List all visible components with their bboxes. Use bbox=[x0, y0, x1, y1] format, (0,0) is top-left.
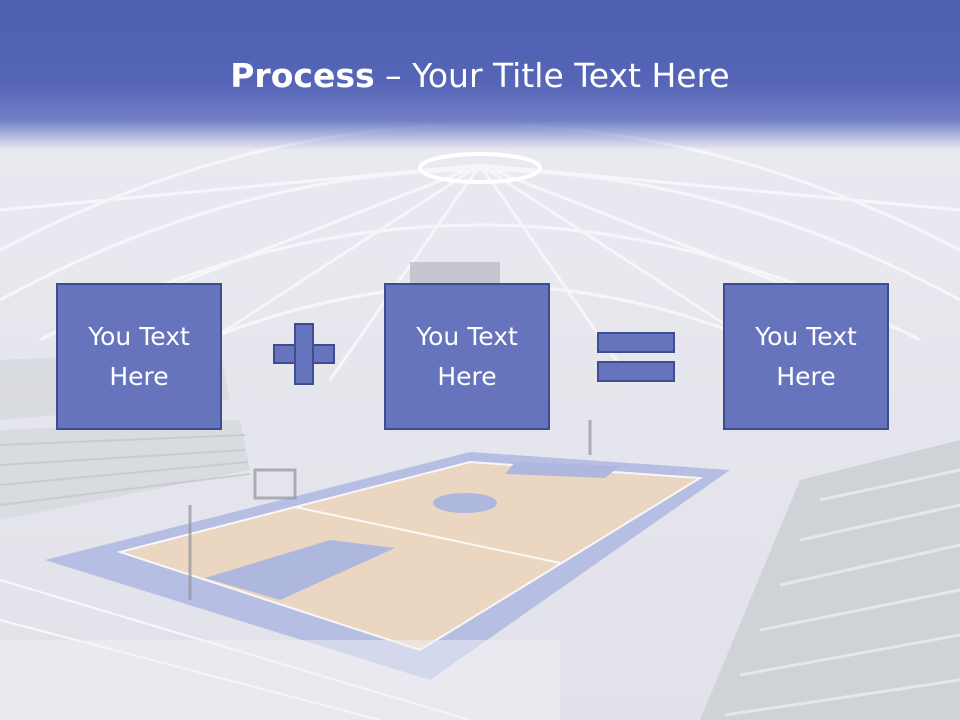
process-box-3-text: You Text Here bbox=[755, 321, 857, 391]
process-box-1[interactable]: You Text Here bbox=[56, 283, 222, 430]
slide-title-bold: Process bbox=[230, 56, 375, 95]
process-box-2[interactable]: You Text Here bbox=[384, 283, 550, 430]
process-box-2-text: You Text Here bbox=[416, 321, 518, 391]
slide-title-rest: – Your Title Text Here bbox=[374, 56, 730, 95]
slide-title: Process – Your Title Text Here bbox=[0, 52, 960, 100]
process-box-3[interactable]: You Text Here bbox=[723, 283, 889, 430]
process-box-1-text: You Text Here bbox=[88, 321, 190, 391]
title-bar bbox=[0, 0, 960, 150]
